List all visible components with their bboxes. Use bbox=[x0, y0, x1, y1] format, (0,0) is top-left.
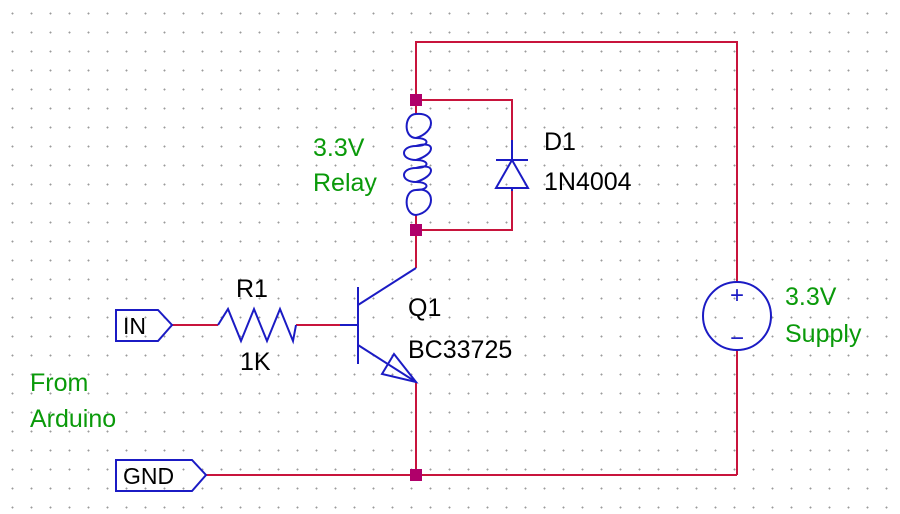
wires bbox=[172, 41, 738, 476]
supply-label-voltage: 3.3V bbox=[785, 283, 837, 311]
supply-plus-sign: + bbox=[730, 282, 744, 309]
relay-label-voltage: 3.3V bbox=[313, 134, 365, 162]
diode-triangle bbox=[494, 157, 530, 189]
wire-diode-top bbox=[416, 99, 513, 157]
junctions bbox=[410, 94, 422, 481]
relay-label-name: Relay bbox=[313, 169, 377, 197]
junction-relay-top bbox=[410, 94, 422, 106]
port-in-label: IN bbox=[123, 313, 146, 339]
port-in-flag bbox=[115, 309, 174, 342]
junction-ground bbox=[410, 469, 422, 481]
transistor-q1 bbox=[340, 267, 419, 384]
supply-label-name: Supply bbox=[785, 320, 862, 348]
transistor-part-label: BC33725 bbox=[408, 336, 512, 364]
port-in: IN bbox=[115, 309, 174, 342]
junction-relay-bottom bbox=[410, 224, 422, 236]
port-gnd-flag bbox=[115, 459, 208, 492]
wire-top-rail bbox=[415, 41, 738, 282]
diode-ref-label: D1 bbox=[544, 128, 576, 156]
relay-coil-winding bbox=[403, 113, 428, 216]
transistor-emitter bbox=[357, 344, 417, 383]
supply-circle bbox=[702, 281, 772, 351]
port-gnd-label: GND bbox=[123, 463, 174, 489]
diode-d1 bbox=[494, 140, 530, 191]
port-gnd: GND bbox=[115, 459, 208, 492]
source-note-line1: From bbox=[30, 369, 88, 397]
relay-coil bbox=[403, 112, 432, 216]
supply-minus-sign: − bbox=[730, 325, 744, 352]
diode-part-label: 1N4004 bbox=[544, 168, 632, 196]
resistor-ref-label: R1 bbox=[236, 275, 268, 303]
transistor-emitter-arrow bbox=[380, 352, 419, 384]
wire-diode-bottom bbox=[416, 191, 513, 231]
supply-source: + − bbox=[702, 281, 772, 352]
source-note-line2: Arduino bbox=[30, 405, 116, 433]
transistor-collector bbox=[357, 267, 417, 306]
relay-coil-loops bbox=[415, 112, 432, 216]
resistor-r1-zigzag bbox=[217, 306, 297, 345]
transistor-ref-label: Q1 bbox=[408, 294, 441, 322]
resistor-value-label: 1K bbox=[240, 348, 271, 376]
